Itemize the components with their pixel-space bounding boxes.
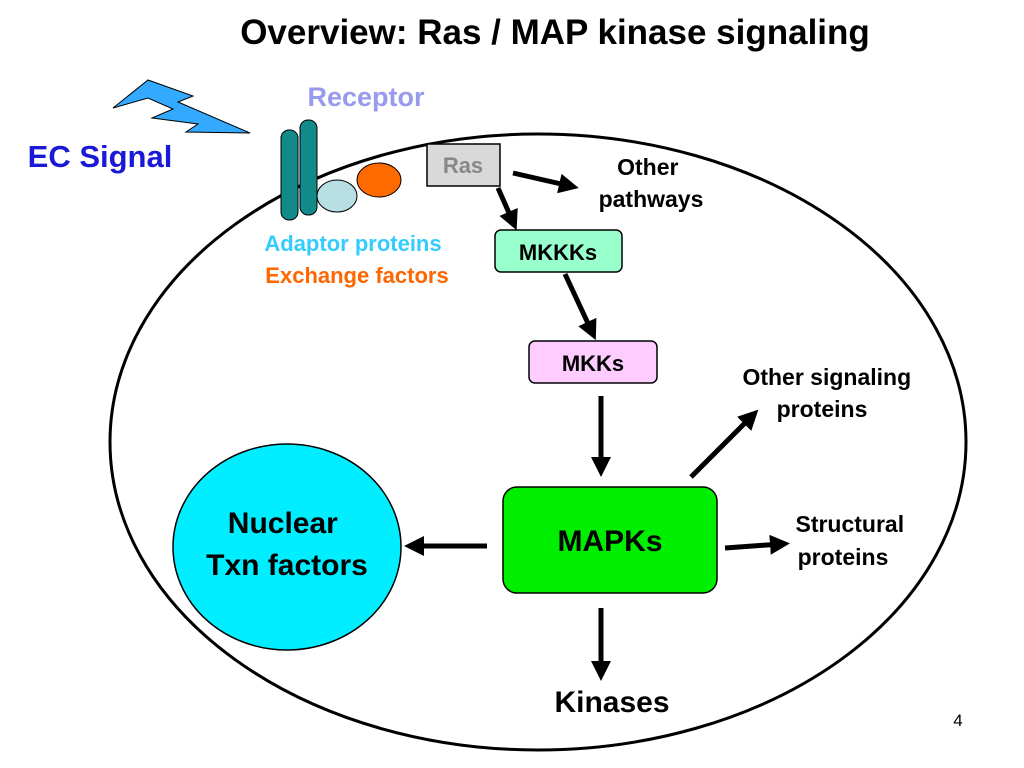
exchange-factors-label: Exchange factors — [265, 263, 448, 288]
receptor-icon — [280, 119, 318, 221]
lightning-bolt-icon — [112, 79, 251, 134]
arrow-ras-to-mkkks — [495, 186, 518, 231]
page-title: Overview: Ras / MAP kinase signaling — [240, 13, 870, 52]
mkkks-node — [494, 229, 623, 273]
arrow-ras-to-other-pathways — [512, 170, 579, 194]
adaptor-protein-shape — [316, 179, 358, 213]
mapks-node — [502, 486, 718, 594]
other-pathways-label: Other pathways — [599, 154, 704, 212]
exchange-factor-shape — [356, 162, 402, 198]
structural-proteins-label: Structural proteins — [795, 511, 910, 570]
ec-signal-label: EC Signal — [28, 139, 173, 174]
arrow-mapks-to-structural — [724, 534, 790, 555]
ras-node — [426, 143, 501, 187]
cell-membrane — [108, 132, 968, 752]
nucleus — [172, 443, 402, 651]
mapks-label: MAPKs — [557, 525, 662, 558]
mkkks-label: MKKKs — [519, 240, 597, 265]
mkks-node — [528, 340, 658, 384]
arrow-mapks-to-other-signaling — [689, 409, 759, 479]
other-signaling-proteins-label: Other signaling proteins — [742, 364, 917, 422]
adaptor-proteins-label: Adaptor proteins — [264, 231, 441, 256]
receptor-label: Receptor — [307, 82, 425, 112]
ras-label: Ras — [443, 153, 483, 178]
nuclear-txn-factors-label: Nuclear Txn factors — [206, 507, 368, 582]
arrow-mkkks-to-mkks — [562, 272, 597, 341]
mkks-label: MKKs — [562, 351, 624, 376]
page-number: 4 — [953, 711, 962, 730]
kinases-label: Kinases — [554, 686, 669, 719]
